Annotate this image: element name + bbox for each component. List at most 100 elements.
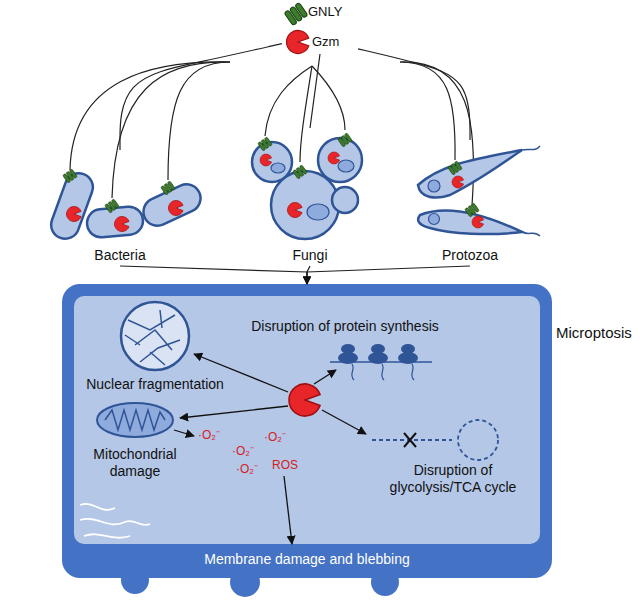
organism-group: Protozoa: [401, 140, 539, 266]
yeast-cell: [252, 138, 362, 239]
bacterium-gzm: [66, 201, 183, 232]
ribosome: [330, 344, 432, 380]
protozoan-gzm: [472, 216, 484, 228]
protozoan-gnly: [448, 161, 480, 217]
organism-group: Bacteria: [36, 150, 204, 266]
superoxide-label: ·O₂⁻: [198, 428, 220, 442]
target-cell: [62, 284, 552, 578]
connector: [120, 266, 307, 284]
protozoan-flagellum: [522, 146, 540, 150]
membrane-wrinkle: [80, 504, 115, 510]
effect-arrow: [284, 476, 292, 544]
granulysin-icon: [284, 2, 308, 25]
yeast-gnly: [258, 137, 273, 151]
yeast-nucleus: [338, 160, 354, 172]
superoxide-label: ·O₂⁻: [264, 430, 286, 444]
bacterium-gzm: [114, 217, 129, 232]
membrane-wrinkle: [84, 534, 130, 537]
delivery-arc: [400, 62, 455, 160]
node-label: Protozoa: [401, 247, 539, 264]
yeast-gnly: [258, 133, 353, 179]
granzyme-icon: [286, 31, 308, 54]
effect-arrow: [180, 406, 288, 418]
bacterium: [47, 169, 205, 242]
delivery-arc: [70, 62, 474, 206]
ribosome: [368, 352, 388, 364]
effect-label: Mitochondrial damage: [80, 446, 190, 480]
bacterium: [86, 206, 144, 239]
organism-group: Fungi: [236, 128, 384, 266]
delivery-arc: [70, 62, 230, 170]
protozoan-flagellum: [522, 146, 540, 236]
node-label: Fungi: [236, 247, 384, 264]
node-label: Microptosis: [556, 324, 632, 342]
target-cell: [74, 296, 540, 544]
yeast-gzm: [260, 152, 340, 218]
superoxide-label: ·O₂⁻: [232, 444, 254, 458]
node-label: GNLY: [308, 4, 342, 20]
superoxide-label: ·O₂⁻: [236, 462, 258, 476]
glycolysis-pathway: [372, 439, 452, 441]
effect-arrow: [174, 430, 194, 436]
central-granzyme: [289, 384, 320, 416]
ros-label: ROS: [272, 458, 298, 472]
delivery-arc: [112, 62, 230, 198]
ribosome: [338, 352, 358, 364]
bacterium-gzm: [168, 201, 183, 216]
bacterium: [86, 206, 144, 239]
yeast-cell: [271, 171, 339, 239]
nucleus-fragmented: [121, 302, 189, 370]
protozoan-gnly: [448, 161, 463, 175]
connector: [358, 49, 470, 140]
granzyme-icon: [286, 31, 308, 54]
connector: [310, 54, 320, 128]
protozoan-gnly: [465, 203, 480, 217]
bacterium-gnly: [161, 181, 176, 195]
yeast-cell: [318, 138, 362, 182]
protozoan-nucleus: [428, 180, 440, 225]
ribosome: [398, 352, 418, 364]
yeast-cell: [252, 142, 292, 182]
effect-label: Nuclear fragmentation: [80, 376, 230, 393]
protozoan-gzm: [452, 176, 464, 188]
node-label: Bacteria: [36, 247, 204, 264]
yeast-gzm: [328, 152, 340, 164]
bacterium: [139, 180, 205, 231]
yeast-nucleus: [271, 163, 285, 173]
effector-molecules: GNLY Gzm: [282, 2, 358, 54]
effect-arrow: [314, 370, 336, 384]
mitochondrion: [97, 403, 173, 437]
yeast-nucleus: [271, 160, 354, 220]
membrane-wrinkle: [80, 519, 150, 525]
protozoan-gzm: [452, 176, 484, 228]
delivery-arc: [168, 62, 230, 180]
node-sublabel: Gzm: [312, 34, 339, 50]
yeast-gnly: [338, 133, 353, 147]
yeast-cell: [332, 187, 358, 213]
protozoan-flagellum: [522, 232, 540, 236]
ribosome: [352, 364, 414, 380]
yeast-gzm: [260, 154, 272, 166]
protozoan: [418, 150, 522, 234]
connector: [307, 266, 470, 284]
yeast-gzm: [287, 203, 302, 218]
glycolysis-pathway: [372, 420, 498, 460]
bacterium-gzm: [66, 207, 81, 222]
target-cell: [62, 284, 552, 597]
effect-label: Disruption of glycolysis/TCA cycle: [378, 462, 528, 496]
protozoan-nucleus: [429, 214, 440, 225]
membrane-wrinkle: [80, 504, 150, 538]
yeast-nucleus: [307, 204, 329, 220]
delivery-arc: [300, 66, 312, 162]
protozoan: [418, 150, 522, 198]
delivery-arc: [265, 66, 312, 136]
bacterium-gnly: [105, 199, 120, 213]
glycolysis-pathway: [404, 433, 416, 447]
bacterium-gnly: [63, 169, 78, 183]
effect-label: Disruption of protein synthesis: [240, 318, 450, 335]
